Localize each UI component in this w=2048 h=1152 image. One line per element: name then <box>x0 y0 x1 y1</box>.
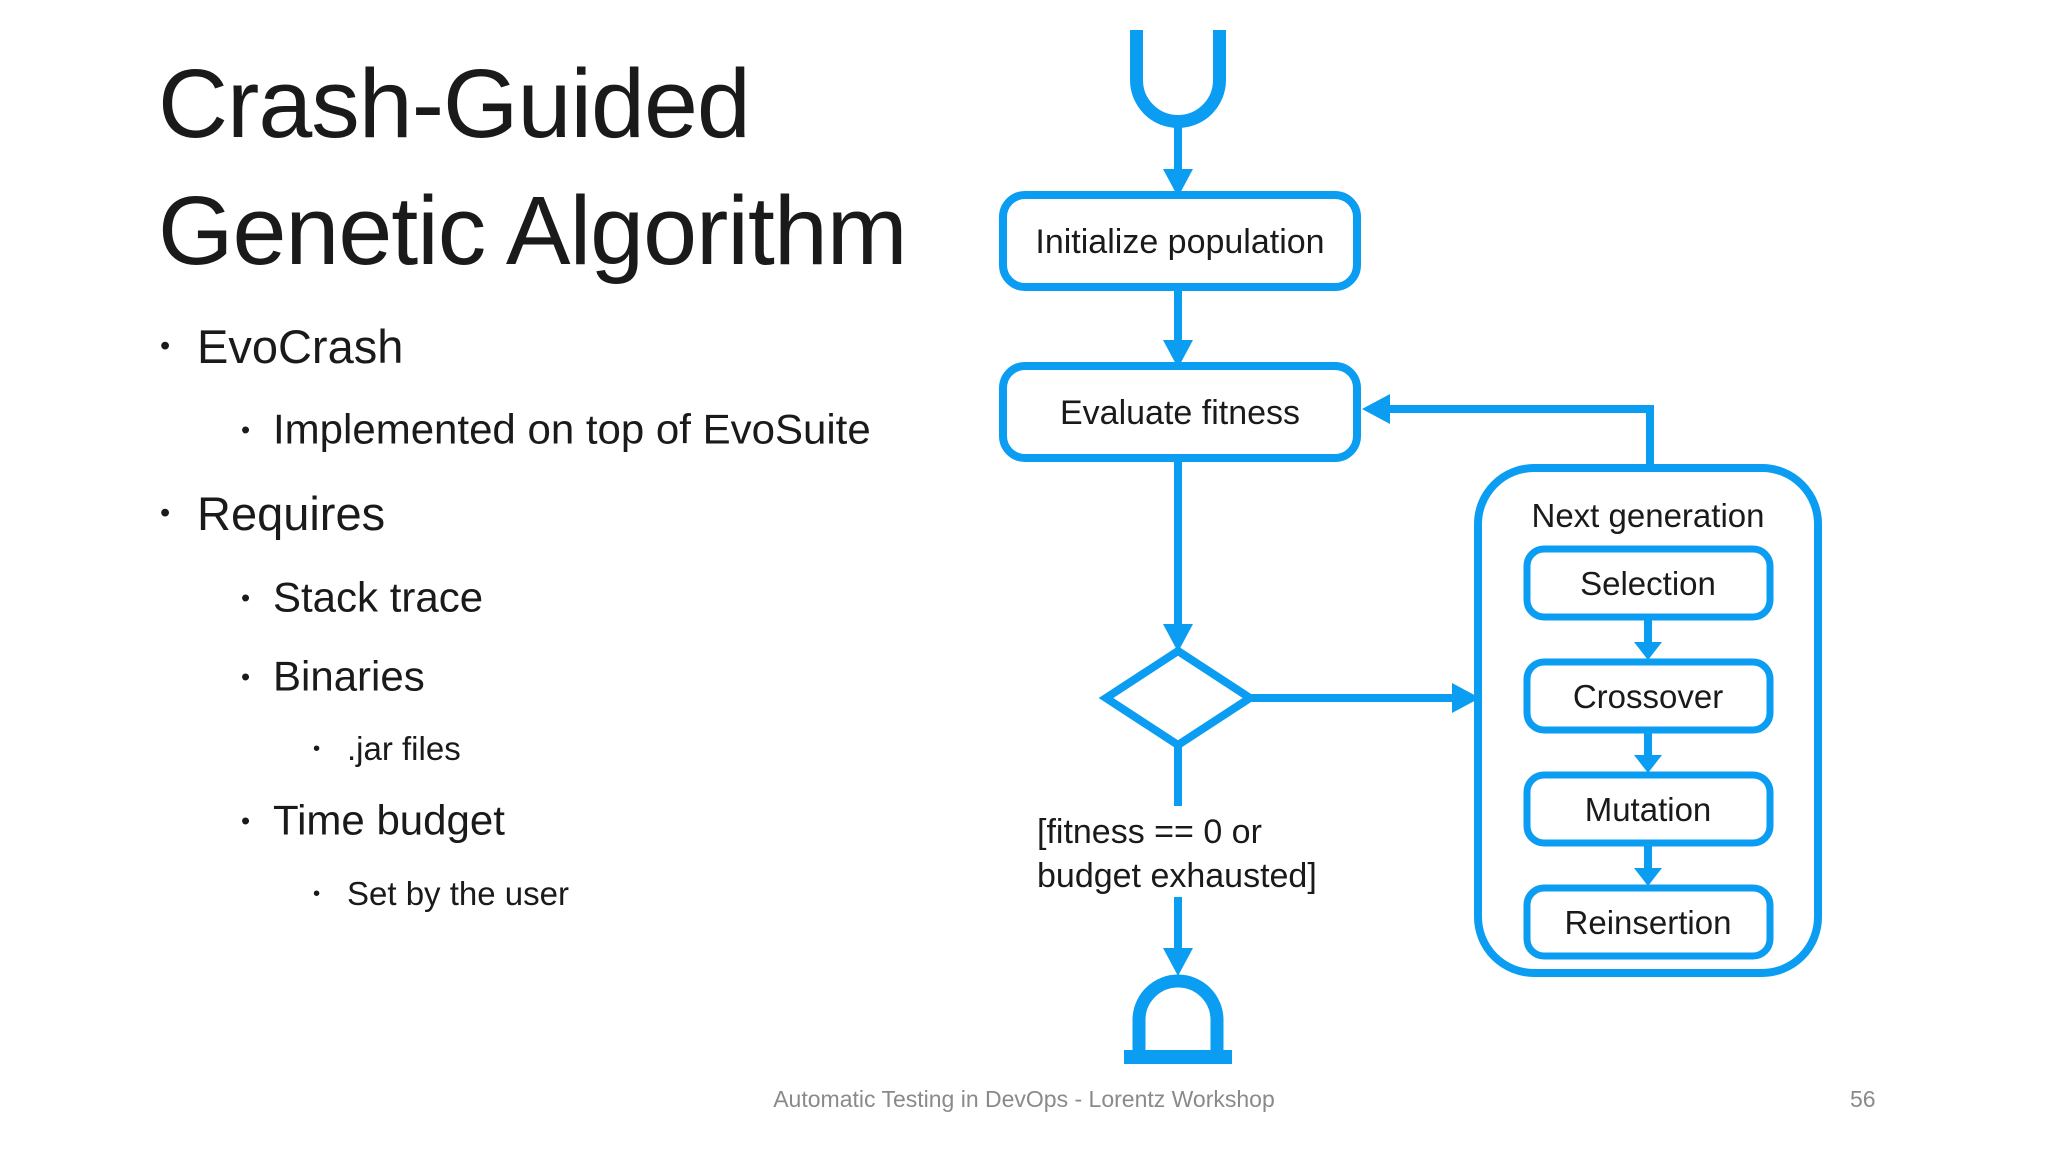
bullet-jar-files: • .jar files <box>313 730 461 768</box>
arrowhead-right-icon <box>1452 683 1480 713</box>
initialize-population-label: Initialize population <box>1035 223 1324 261</box>
arrowhead-down-icon <box>1163 340 1193 368</box>
end-node-base <box>1124 1050 1232 1064</box>
decision-exit-label-line2: budget exhausted] <box>1037 857 1317 895</box>
bullet-set-by-user: • Set by the user <box>313 875 569 913</box>
reinsertion-box <box>1523 884 1774 960</box>
bullet-text: EvoCrash <box>197 319 404 373</box>
bullet-text: Binaries <box>273 652 425 700</box>
bullet-evocrash: • EvoCrash <box>160 319 403 374</box>
page-title: Crash-Guided Genetic Algorithm <box>158 40 908 294</box>
bullet-text: Implemented on top of EvoSuite <box>273 405 871 453</box>
arrowhead-down-icon <box>1163 624 1193 652</box>
bullet-dot: • <box>313 882 321 906</box>
bullet-dot: • <box>313 737 321 761</box>
bullet-dot: • <box>160 496 171 529</box>
next-generation-label: Next generation <box>1532 497 1765 534</box>
bullet-text: Stack trace <box>273 573 484 621</box>
start-node-icon <box>1130 30 1226 128</box>
page-number: 56 <box>1850 1086 1876 1112</box>
bullet-dot: • <box>241 414 251 445</box>
bullet-time-budget: • Time budget <box>241 797 505 845</box>
bullet-binaries: • Binaries <box>241 653 425 701</box>
bullet-requires: • Requires <box>160 486 385 541</box>
reinsertion-label: Reinsertion <box>1565 904 1732 941</box>
arrowhead-down-icon <box>1634 642 1662 660</box>
footer-text: Automatic Testing in DevOps - Lorentz Wo… <box>773 1086 1275 1112</box>
end-node-icon <box>1132 974 1224 1056</box>
bullet-text: Set by the user <box>347 875 569 913</box>
bullet-text: .jar files <box>347 730 461 768</box>
bullet-dot: • <box>241 805 251 836</box>
selection-label: Selection <box>1580 565 1716 602</box>
decision-exit-label-line1: [fitness == 0 or <box>1037 813 1262 851</box>
title-line-2: Genetic Algorithm <box>158 176 908 285</box>
evaluate-fitness-label: Evaluate fitness <box>1060 394 1300 432</box>
bullet-text: Requires <box>197 486 386 540</box>
bullet-implemented: • Implemented on top of EvoSuite <box>241 406 871 454</box>
bullet-dot: • <box>241 582 251 613</box>
arrowhead-down-icon <box>1634 755 1662 773</box>
bullet-dot: • <box>241 661 251 692</box>
arrowhead-down-icon <box>1163 169 1193 197</box>
crossover-label: Crossover <box>1573 678 1723 715</box>
arrowhead-down-icon <box>1163 948 1193 976</box>
arrowhead-left-icon <box>1362 394 1390 424</box>
mutation-label: Mutation <box>1585 791 1712 828</box>
title-line-1: Crash-Guided <box>158 49 751 158</box>
connector-loop-feedback <box>1390 405 1654 470</box>
bullet-text: Time budget <box>273 796 505 844</box>
decision-diamond <box>1098 646 1258 750</box>
arrowhead-down-icon <box>1634 868 1662 886</box>
bullet-dot: • <box>160 329 171 362</box>
bullet-stack-trace: • Stack trace <box>241 574 483 622</box>
